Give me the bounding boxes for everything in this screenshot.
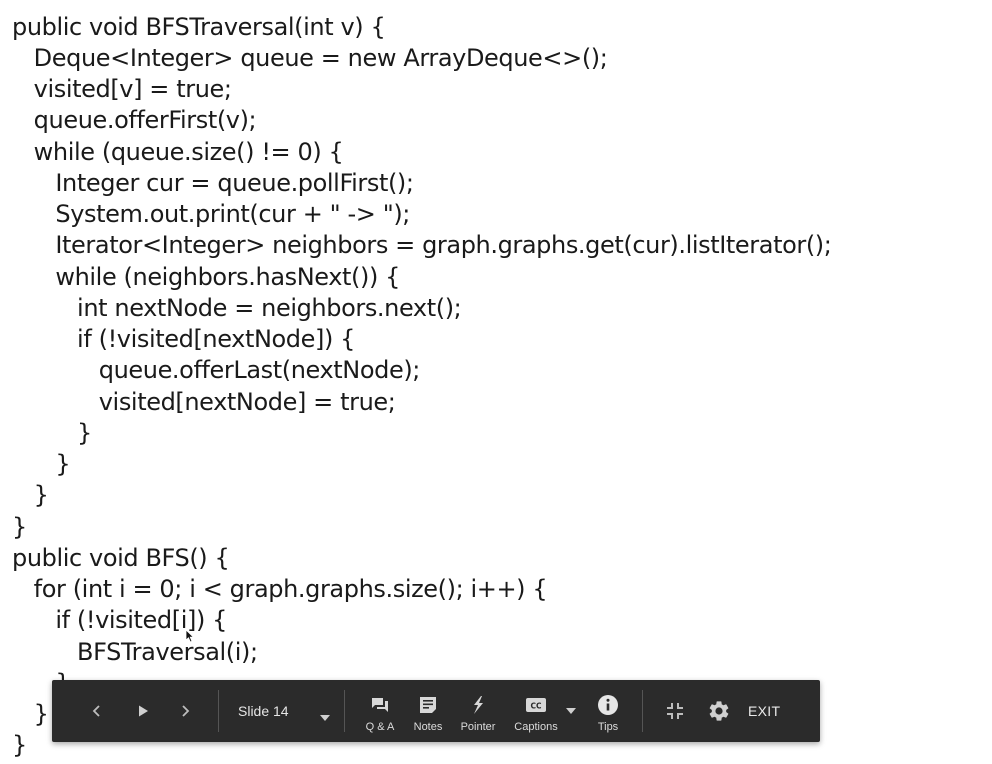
notes-button[interactable]: Notes xyxy=(408,680,448,742)
cc-icon: CC xyxy=(525,693,547,717)
chat-icon xyxy=(370,693,390,717)
code-line: } xyxy=(12,513,27,541)
code-line: } xyxy=(12,450,71,478)
captions-options-button[interactable] xyxy=(562,680,580,742)
tips-label: Tips xyxy=(597,721,619,733)
code-line: if (!visited[nextNode]) { xyxy=(12,325,356,353)
play-icon xyxy=(136,704,150,718)
notes-label: Notes xyxy=(413,721,443,733)
code-line: while (neighbors.hasNext()) { xyxy=(12,263,401,291)
code-line: visited[nextNode] = true; xyxy=(12,388,396,416)
previous-slide-button[interactable] xyxy=(82,680,112,742)
slide-select-dropdown[interactable]: Slide 14 xyxy=(224,680,342,742)
toolbar-divider xyxy=(218,690,219,732)
qa-button[interactable]: Q & A xyxy=(360,680,400,742)
toolbar-divider xyxy=(642,690,643,732)
gear-icon xyxy=(707,699,731,723)
pointer-icon xyxy=(468,693,488,717)
code-line: System.out.print(cur + " -> "); xyxy=(12,200,410,228)
svg-text:CC: CC xyxy=(530,702,542,711)
caret-down-icon xyxy=(320,708,330,726)
mouse-cursor-icon xyxy=(185,629,195,648)
presentation-toolbar: Slide 14 Q & A Notes xyxy=(52,680,820,742)
tips-button[interactable]: Tips xyxy=(590,680,626,742)
captions-label: Captions xyxy=(514,721,558,733)
code-line: BFSTraversal(i); xyxy=(12,638,258,666)
settings-button[interactable] xyxy=(704,680,734,742)
code-line: Deque<Integer> queue = new ArrayDeque<>(… xyxy=(12,44,608,72)
code-line: } xyxy=(12,419,92,447)
exit-fullscreen-icon xyxy=(666,702,684,720)
code-line: visited[v] = true; xyxy=(12,75,232,103)
info-icon xyxy=(597,693,619,717)
code-line: int nextNode = neighbors.next(); xyxy=(12,294,462,322)
code-line: while (queue.size() != 0) { xyxy=(12,138,344,166)
code-line: Iterator<Integer> neighbors = graph.grap… xyxy=(12,231,832,259)
code-line: Integer cur = queue.pollFirst(); xyxy=(12,169,414,197)
pointer-button[interactable]: Pointer xyxy=(456,680,500,742)
toolbar-divider xyxy=(344,690,345,732)
play-button[interactable] xyxy=(128,680,158,742)
code-line: if (!visited[i]) { xyxy=(12,606,228,634)
code-line: } xyxy=(12,481,49,509)
pointer-label: Pointer xyxy=(460,721,496,733)
notes-icon xyxy=(418,693,438,717)
captions-button[interactable]: CC Captions xyxy=(510,680,562,742)
code-line: queue.offerLast(nextNode); xyxy=(12,356,421,384)
code-line: } xyxy=(12,731,27,759)
qa-label: Q & A xyxy=(365,721,395,733)
code-line: } xyxy=(12,700,49,728)
slide-select-label: Slide 14 xyxy=(238,703,289,719)
code-line: for (int i = 0; i < graph.graphs.size();… xyxy=(12,575,548,603)
exit-fullscreen-button[interactable] xyxy=(660,680,690,742)
chevron-right-icon xyxy=(178,704,192,718)
next-slide-button[interactable] xyxy=(170,680,200,742)
caret-down-icon xyxy=(566,708,576,714)
code-line: public void BFS() { xyxy=(12,544,230,572)
chevron-left-icon xyxy=(90,704,104,718)
code-line: public void BFSTraversal(int v) { xyxy=(12,13,386,41)
code-line: queue.offerFirst(v); xyxy=(12,106,257,134)
exit-button[interactable]: EXIT xyxy=(748,703,781,719)
